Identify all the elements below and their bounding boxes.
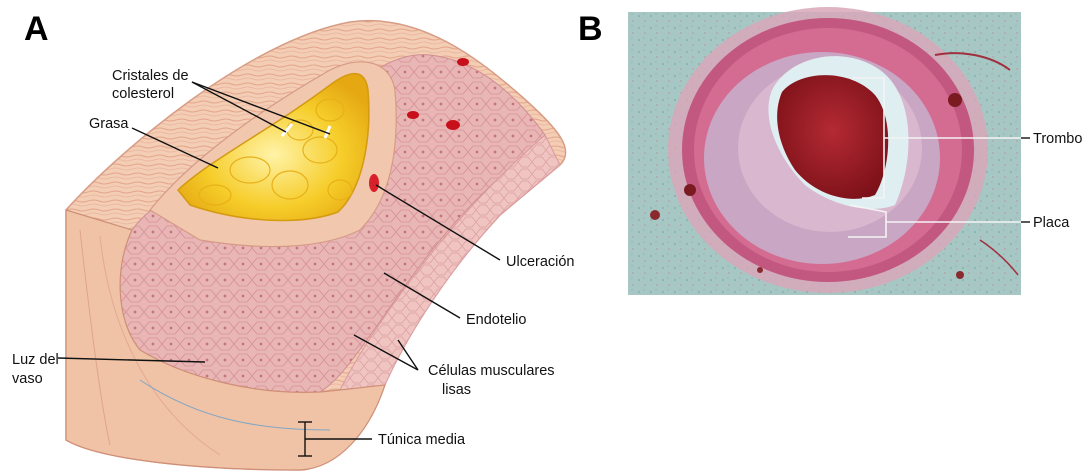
red-blood-cell [457,58,469,66]
label-plaque: Placa [1033,215,1070,231]
label-muscle-1: Células musculares [428,363,555,379]
histology-micrograph [628,7,1021,295]
label-lumen-2: vaso [12,371,43,387]
leader-muscle-2 [398,340,418,370]
label-endothelium: Endotelio [466,312,526,328]
panel-a: A [12,10,575,470]
panel-b: B [578,7,1082,295]
red-blood-cell [446,120,460,130]
label-lumen-1: Luz del [12,352,59,368]
label-muscle-2: lisas [442,382,471,398]
panel-a-letter: A [24,10,49,48]
label-ulceration: Ulceración [506,254,575,270]
red-blood-cell [407,111,419,119]
label-tunica-media: Túnica media [378,432,466,448]
ulceration-mark [369,174,379,192]
panel-b-letter: B [578,10,603,48]
label-fat: Grasa [89,116,129,132]
label-thrombus: Trombo [1033,131,1082,147]
label-cholesterol-1: Cristales de [112,68,189,84]
label-cholesterol-2: colesterol [112,86,174,102]
